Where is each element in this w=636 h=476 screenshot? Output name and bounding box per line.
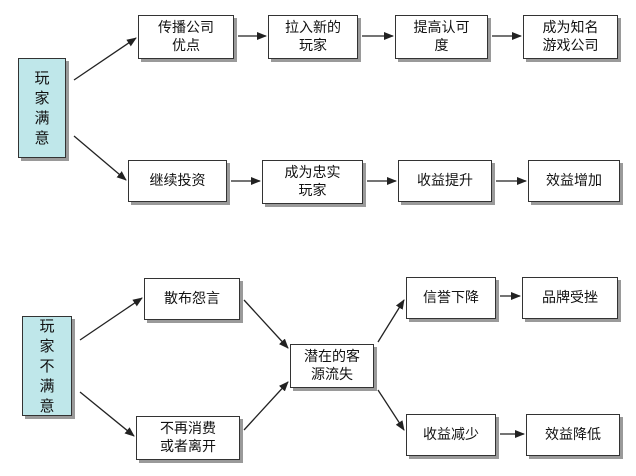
node-player-unsatisfied: 玩 家 不 满 意 xyxy=(22,316,72,416)
node-spread-complaints: 散布怨言 xyxy=(144,278,240,320)
arrow-lost-customers-to-reputation xyxy=(377,299,405,343)
node-become-loyal-players: 成为忠实 玩家 xyxy=(262,160,363,204)
node-player-satisfied: 玩 家 满 意 xyxy=(18,58,66,158)
arrow-complaints-to-lost-customers xyxy=(243,299,289,349)
arrow-satisfied-to-keep-investing xyxy=(73,135,127,181)
node-benefit-increase: 效益增加 xyxy=(528,160,620,202)
arrow-unsatisfied-to-complaints xyxy=(79,297,143,341)
arrow-satisfied-to-spread-merits xyxy=(73,37,137,81)
node-revenue-decrease: 收益减少 xyxy=(406,414,496,456)
arrow-unsatisfied-to-stop-spending xyxy=(79,391,135,437)
node-reputation-decline: 信誉下降 xyxy=(406,277,496,319)
node-become-famous-company: 成为知名 游戏公司 xyxy=(523,15,618,59)
node-keep-investing: 继续投资 xyxy=(128,160,227,202)
arrow-lost-customers-to-revenue xyxy=(377,389,405,431)
node-lost-potential-customers: 潜在的客 源流失 xyxy=(290,344,374,388)
node-spread-company-merits: 传播公司 优点 xyxy=(138,15,234,59)
node-stop-spending-or-leave: 不再消费 或者离开 xyxy=(136,416,240,460)
node-attract-new-players: 拉入新的 玩家 xyxy=(268,15,358,59)
node-revenue-rise: 收益提升 xyxy=(398,160,492,202)
arrow-stop-spending-to-lost-customers xyxy=(243,381,289,431)
node-benefit-decline: 效益降低 xyxy=(526,414,620,456)
node-brand-setback: 品牌受挫 xyxy=(522,277,618,319)
node-raise-recognition: 提高认可 度 xyxy=(395,15,488,59)
